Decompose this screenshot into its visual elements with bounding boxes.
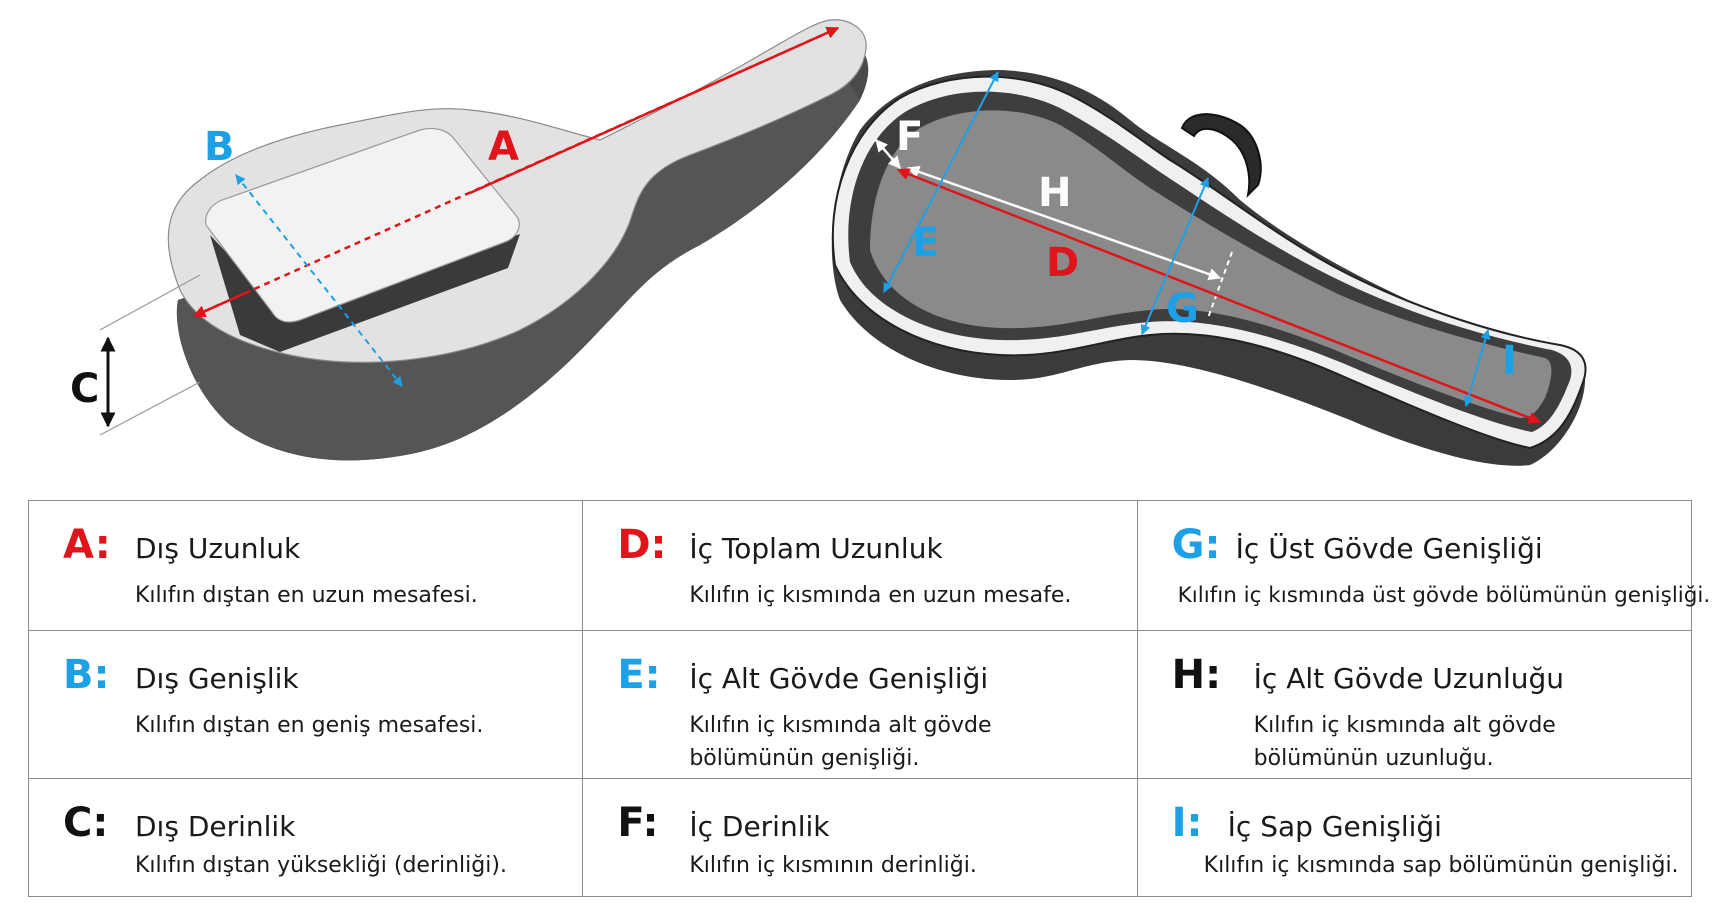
legend-desc: Kılıfın iç kısmında alt gövde bölümünün … xyxy=(689,713,992,771)
legend-code: B: xyxy=(63,652,110,698)
open-case: F H E D G I xyxy=(831,70,1587,466)
dimension-d-arrow xyxy=(896,168,1542,424)
dimension-b-arrow xyxy=(235,174,403,387)
legend-code: C: xyxy=(63,800,109,846)
legend-code: A: xyxy=(63,522,111,568)
legend-title: Dış Derinlik xyxy=(135,810,296,843)
legend-code: D: xyxy=(617,522,667,568)
legend-desc: Kılıfın iç kısmının derinliği. xyxy=(689,853,977,878)
legend-title: İç Alt Gövde Genişliği xyxy=(689,662,989,695)
dimension-g-arrow xyxy=(1140,177,1210,335)
legend-cell-e: E: İç Alt Gövde Genişliği Kılıfın iç kıs… xyxy=(582,630,1138,779)
legend-title: İç Derinlik xyxy=(689,810,830,843)
dimension-f-arrow xyxy=(875,139,901,169)
legend-title: İç Üst Gövde Genişliği xyxy=(1235,532,1543,565)
legend-cell-f: F: İç Derinlik Kılıfın iç kısmının derin… xyxy=(582,778,1138,897)
legend-cell-i: I: İç Sap Genişliği Kılıfın iç kısmında … xyxy=(1136,778,1693,897)
dimension-e-arrow xyxy=(883,71,999,293)
label-i: I xyxy=(1502,338,1517,384)
legend-title: İç Alt Gövde Uzunluğu xyxy=(1253,662,1565,695)
legend-cell-c: C: Dış Derinlik Kılıfın dıştan yüksekliğ… xyxy=(27,778,584,897)
legend-cell-b: B: Dış Genişlik Kılıfın dıştan en geniş … xyxy=(27,630,584,779)
legend-desc: Kılıfın iç kısmında en uzun mesafe. xyxy=(689,583,1072,608)
label-h: H xyxy=(1038,170,1071,216)
case-dimensions-diagram: A B C F H E D G I xyxy=(70,19,1587,466)
legend-desc: Kılıfın iç kısmında sap bölümünün genişl… xyxy=(1203,853,1679,878)
legend-cell-g: G: İç Üst Gövde Genişliği Kılıfın iç kıs… xyxy=(1136,500,1710,631)
legend-title: İç Toplam Uzunluk xyxy=(689,532,943,565)
label-f: F xyxy=(896,114,923,160)
label-d: D xyxy=(1046,240,1079,286)
dimension-i-arrow xyxy=(1463,329,1491,407)
legend-desc: Kılıfın iç kısmında alt gövde bölümünün … xyxy=(1253,713,1556,771)
legend-title: İç Sap Genişliği xyxy=(1227,810,1442,843)
legend-code: G: xyxy=(1171,522,1221,568)
legend-desc: Kılıfın dıştan en uzun mesafesi. xyxy=(135,583,478,608)
dimension-legend-table: A: Dış Uzunluk Kılıfın dıştan en uzun me… xyxy=(27,500,1710,897)
legend-desc: Kılıfın dıştan yüksekliği (derinliği). xyxy=(135,853,507,878)
legend-desc: Kılıfın iç kısmında üst gövde bölümünün … xyxy=(1177,583,1711,608)
label-g: G xyxy=(1166,286,1199,332)
legend-code: F: xyxy=(617,800,659,846)
legend-cell-d: D: İç Toplam Uzunluk Kılıfın iç kısmında… xyxy=(582,500,1138,631)
legend-cell-a: A: Dış Uzunluk Kılıfın dıştan en uzun me… xyxy=(27,500,584,631)
legend-desc: Kılıfın dıştan en geniş mesafesi. xyxy=(135,713,484,738)
legend-title: Dış Genişlik xyxy=(135,662,299,695)
legend-code: H: xyxy=(1171,652,1222,698)
legend-cell-h: H: İç Alt Gövde Uzunluğu Kılıfın iç kısm… xyxy=(1136,630,1693,779)
label-b: B xyxy=(204,124,235,170)
label-c: C xyxy=(70,366,99,412)
label-a: A xyxy=(488,124,519,170)
legend-code: E: xyxy=(617,652,661,698)
label-e: E xyxy=(912,220,939,266)
closed-case: A B C xyxy=(70,19,869,461)
legend-code: I: xyxy=(1171,800,1203,846)
legend-title: Dış Uzunluk xyxy=(135,532,301,565)
